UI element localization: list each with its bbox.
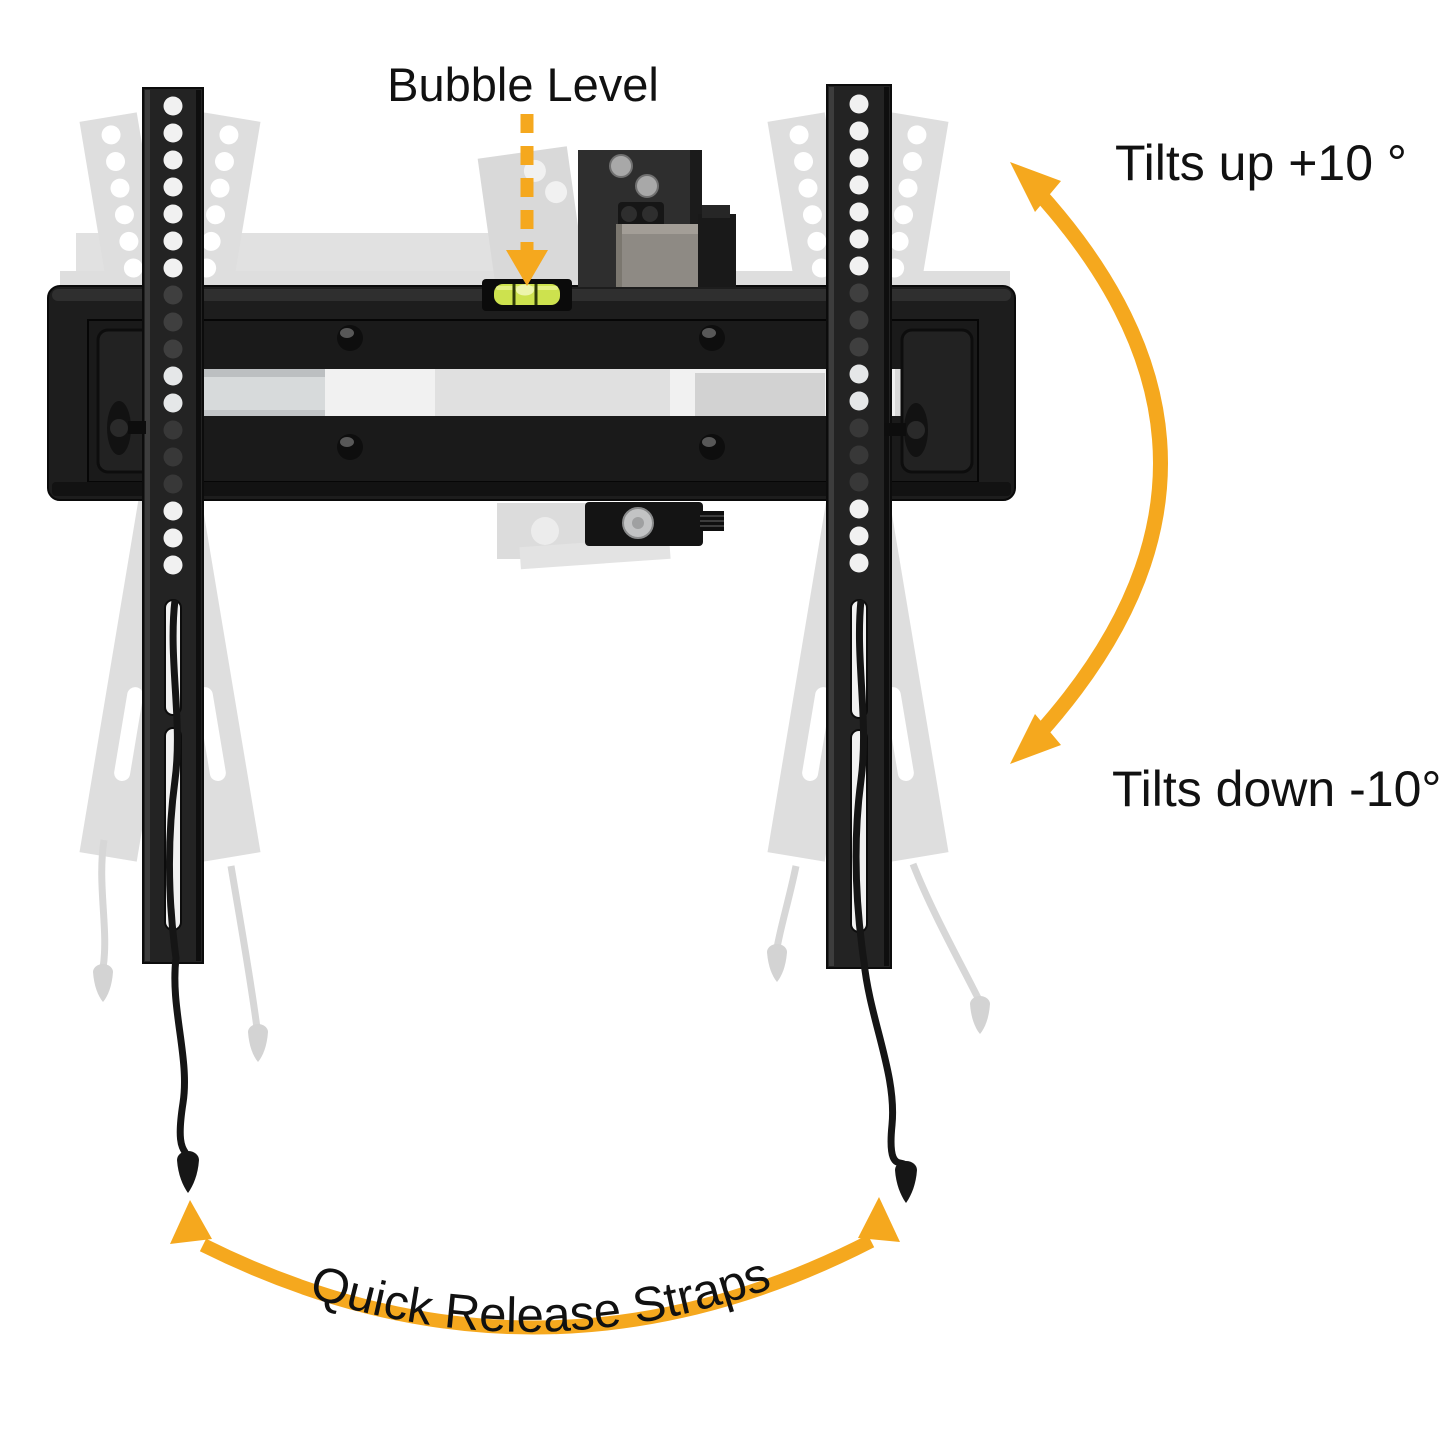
mounting-hole [849,202,869,222]
mechanism-screw [609,154,633,178]
annotation-arrows [170,114,1168,1335]
mounting-hole [849,364,869,384]
mounting-hole [163,204,183,224]
mounting-hole [163,177,183,197]
mounting-hole [163,393,183,413]
mounting-hole [201,231,221,251]
mounting-hole [849,310,869,330]
quick-release-label: Quick Release Straps [305,1247,777,1343]
mounting-hole [119,231,139,251]
mounting-hole [163,285,183,305]
bubble [516,284,534,296]
tension-bracket [585,502,724,546]
tilt-mechanism [578,150,736,287]
mounting-hole [849,337,869,357]
mounting-hole [849,121,869,141]
mounting-hole [849,175,869,195]
mounting-hole [849,148,869,168]
mounting-hole [898,178,918,198]
tilt-up-arrowhead-icon [1010,162,1061,212]
mounting-hole [163,258,183,278]
quick-release-straps [166,599,909,1168]
tilt-arc-arrow-icon [1032,186,1168,741]
strap-pull-tips [177,1151,917,1203]
tilt-slider-block [616,224,700,287]
mounting-hole [163,150,183,170]
mounting-hole [110,178,130,198]
mounting-hole [849,94,869,114]
dome-screws [337,325,725,460]
mounting-hole [114,205,134,225]
tilt-down-arrowhead-icon [1010,714,1061,764]
strap-right-arrowhead-icon [858,1197,900,1242]
mounting-hole [163,231,183,251]
mounting-hole [163,501,183,521]
mounting-hole [802,205,822,225]
mounting-hole [902,152,922,172]
mounting-hole [807,231,827,251]
mounting-hole [206,205,226,225]
mounting-hole [849,472,869,492]
mounting-hole [106,152,126,172]
left-strap [166,599,191,1158]
mounting-hole [101,125,121,145]
bubble-level-arrowhead-icon [506,250,548,286]
mounting-hole [894,205,914,225]
mounting-hole [849,229,869,249]
mechanism-screw [635,174,659,198]
mounting-hole [163,366,183,386]
mounting-hole [849,418,869,438]
tilt-up-label: Tilts up +10 ° [1115,135,1407,191]
quick-release-label-text: Quick Release Straps [305,1247,777,1343]
mounting-hole [889,231,909,251]
mounting-hole [849,526,869,546]
mounting-hole [163,528,183,548]
mounting-hole [163,96,183,116]
ghost-strap-tips [93,944,990,1062]
mounting-hole [163,339,183,359]
mounting-hole [849,553,869,573]
bubble-level-label: Bubble Level [387,58,659,111]
strap-arc-arrow-icon [199,1234,875,1335]
left-strap-tip [177,1151,199,1193]
mounting-hole [907,125,927,145]
mounting-hole [219,125,239,145]
mounting-hole [163,420,183,440]
strap-left-arrowhead-icon [170,1200,212,1244]
mounting-hole [163,447,183,467]
mounting-hole [794,152,814,172]
mounting-hole [849,256,869,276]
right-strap-tip [895,1161,917,1203]
mounting-hole [849,283,869,303]
mounting-hole [163,312,183,332]
mounting-hole [798,178,818,198]
bubble-level [482,279,572,311]
mounting-hole [214,152,234,172]
ghost-straps [98,839,983,1029]
right-strap [852,599,909,1168]
mounting-hole [123,258,143,278]
mounting-hole [210,178,230,198]
mounting-hole [849,445,869,465]
ghost-screw [531,517,559,545]
mounting-hole [849,391,869,411]
mounting-hole [163,555,183,575]
mounting-hole [789,125,809,145]
tilt-down-label: Tilts down -10° [1112,761,1441,817]
mounting-hole [849,499,869,519]
mounting-hole [163,123,183,143]
mounting-hole [163,474,183,494]
